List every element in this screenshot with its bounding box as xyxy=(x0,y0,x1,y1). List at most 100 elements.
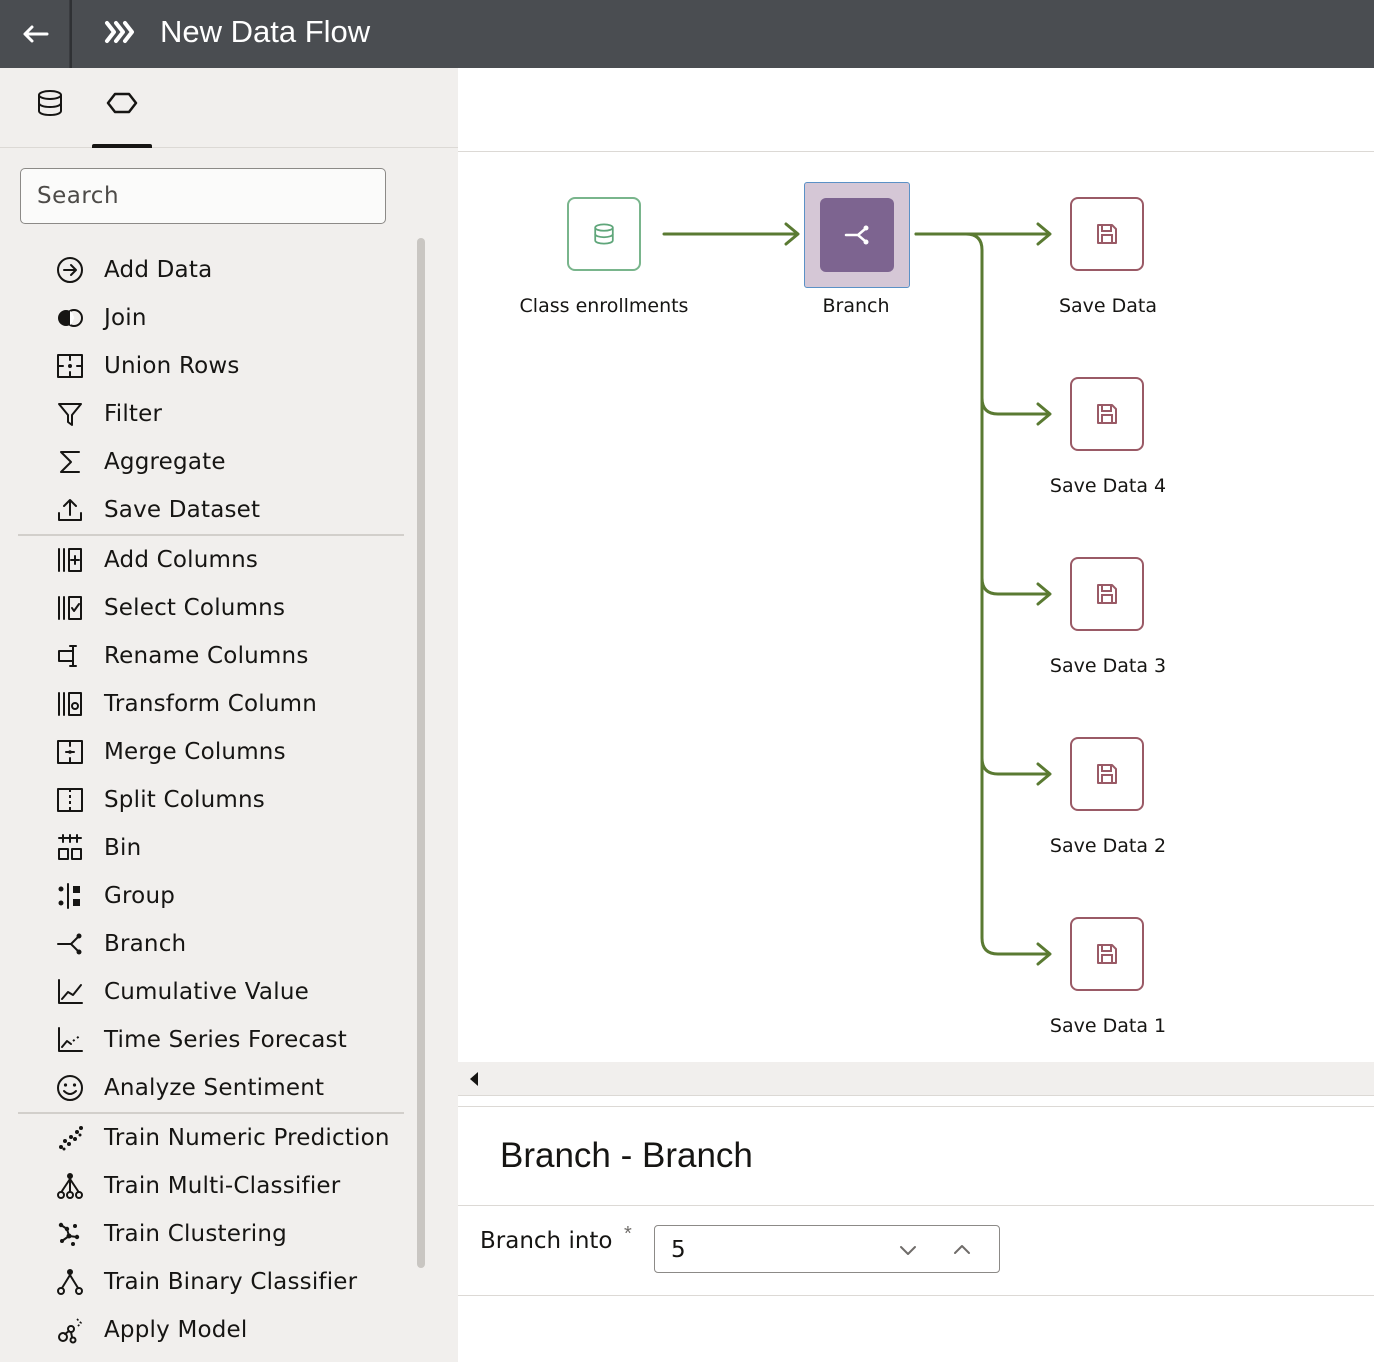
step-item-union-rows[interactable]: Union Rows xyxy=(0,342,410,390)
step-item-train-binary-classifier[interactable]: Train Binary Classifier xyxy=(0,1258,410,1306)
back-button[interactable] xyxy=(0,0,70,68)
arrowhead xyxy=(1036,402,1052,426)
branch-into-stepper[interactable]: 5 xyxy=(654,1225,1000,1273)
step-item-cumulative-value[interactable]: Cumulative Value xyxy=(0,968,410,1016)
node-label-save-data-4: Save Data 4 xyxy=(1049,475,1167,497)
increment-button[interactable] xyxy=(947,1236,977,1264)
branch-into-label: Branch into xyxy=(480,1228,613,1254)
branch-into-value[interactable]: 5 xyxy=(671,1237,686,1263)
step-item-train-clustering[interactable]: Train Clustering xyxy=(0,1210,410,1258)
tree-icon xyxy=(52,1170,88,1202)
apply-model-icon xyxy=(52,1314,88,1346)
step-item-group[interactable]: Group xyxy=(0,872,410,920)
step-item-join[interactable]: Join xyxy=(0,294,410,342)
step-item-aggregate[interactable]: Aggregate xyxy=(0,438,410,486)
app-header: New Data Flow xyxy=(0,0,1374,68)
step-item-label: Train Numeric Prediction xyxy=(104,1125,390,1151)
step-item-transform-column[interactable]: Transform Column xyxy=(0,680,410,728)
select-columns-icon xyxy=(52,592,88,624)
step-item-bin[interactable]: Bin xyxy=(0,824,410,872)
cumulative-value-icon xyxy=(52,976,88,1008)
step-item-label: Select Columns xyxy=(104,595,286,621)
step-item-label: Branch xyxy=(104,931,187,957)
node-save-data-1[interactable] xyxy=(1070,917,1144,991)
step-item-select-columns[interactable]: Select Columns xyxy=(0,584,410,632)
step-item-add-columns[interactable]: Add Columns xyxy=(0,536,410,584)
link-branch-trunk xyxy=(914,232,1050,956)
step-item-label: Merge Columns xyxy=(104,739,286,765)
add-data-icon xyxy=(52,254,88,286)
flow-links xyxy=(662,222,1052,966)
step-item-merge-columns[interactable]: Merge Columns xyxy=(0,728,410,776)
step-item-analyze-sentiment[interactable]: Analyze Sentiment xyxy=(0,1064,410,1112)
node-save-data-3[interactable] xyxy=(1070,557,1144,631)
step-item-rename-columns[interactable]: Rename Columns xyxy=(0,632,410,680)
group-separator xyxy=(18,1112,404,1114)
node-save-data-2[interactable] xyxy=(1070,737,1144,811)
cluster-icon xyxy=(52,1218,88,1250)
search-input[interactable] xyxy=(20,168,386,224)
step-item-split-columns[interactable]: Split Columns xyxy=(0,776,410,824)
step-item-apply-model[interactable]: Apply Model xyxy=(0,1306,410,1354)
step-item-train-multi-classifier[interactable]: Train Multi-Classifier xyxy=(0,1162,410,1210)
rename-columns-icon xyxy=(52,640,88,672)
tab-data[interactable] xyxy=(20,88,80,146)
step-item-label: Save Dataset xyxy=(104,497,261,523)
step-item-label: Train Clustering xyxy=(104,1221,287,1247)
step-item-label: Split Columns xyxy=(104,787,265,813)
link-branch-save-data-2 xyxy=(980,756,1050,776)
binary-tree-icon xyxy=(52,1266,88,1298)
required-indicator: * xyxy=(624,1223,632,1245)
sidebar-scrollbar[interactable] xyxy=(417,238,425,1268)
node-label-save-data-2: Save Data 2 xyxy=(1049,835,1167,857)
link-branch-save-data-4 xyxy=(980,396,1050,416)
step-item-label: Analyze Sentiment xyxy=(104,1075,325,1101)
time-series-icon xyxy=(52,1024,88,1056)
node-save-data[interactable] xyxy=(1070,197,1144,271)
node-branch[interactable] xyxy=(804,182,910,288)
step-item-time-series-forecast[interactable]: Time Series Forecast xyxy=(0,1016,410,1064)
union-rows-icon xyxy=(52,350,88,382)
step-item-add-data[interactable]: Add Data xyxy=(0,246,410,294)
node-label-save-data: Save Data xyxy=(1058,295,1158,317)
step-item-branch[interactable]: Branch xyxy=(0,920,410,968)
properties-divider xyxy=(458,1205,1374,1206)
properties-panel: Branch - Branch Branch into * 5 xyxy=(458,1106,1374,1362)
save-icon xyxy=(1095,942,1119,966)
step-item-train-numeric-prediction[interactable]: Train Numeric Prediction xyxy=(0,1114,410,1162)
branch-icon xyxy=(52,928,88,960)
step-item-label: Filter xyxy=(104,401,163,427)
step-item-label: Add Data xyxy=(104,257,213,283)
step-item-label: Train Multi-Classifier xyxy=(104,1173,341,1199)
step-item-label: Aggregate xyxy=(104,449,226,475)
step-item-label: Bin xyxy=(104,835,142,861)
properties-bottom-divider xyxy=(458,1295,1374,1296)
back-arrow-icon xyxy=(23,25,48,43)
node-class-enrollments[interactable] xyxy=(567,197,641,271)
decrement-button[interactable] xyxy=(893,1236,923,1264)
node-label-save-data-3: Save Data 3 xyxy=(1049,655,1167,677)
step-item-label: Time Series Forecast xyxy=(104,1027,347,1053)
step-item-label: Join xyxy=(104,305,147,331)
save-icon xyxy=(1095,582,1119,606)
canvas-horizontal-scrollbar[interactable] xyxy=(458,1062,1374,1096)
tab-steps[interactable] xyxy=(92,88,152,148)
step-item-label: Rename Columns xyxy=(104,643,309,669)
data-flow-icon xyxy=(105,21,134,43)
upload-icon xyxy=(52,494,88,526)
step-item-label: Train Binary Classifier xyxy=(104,1269,358,1295)
step-item-save-dataset[interactable]: Save Dataset xyxy=(0,486,410,534)
merge-columns-icon xyxy=(52,736,88,768)
step-item-filter[interactable]: Filter xyxy=(0,390,410,438)
scroll-left-arrow-icon[interactable] xyxy=(470,1072,478,1086)
smiley-icon xyxy=(52,1072,88,1104)
database-icon xyxy=(38,90,62,117)
sidebar-tabs xyxy=(0,68,458,148)
step-item-label: Cumulative Value xyxy=(104,979,309,1005)
node-save-data-4[interactable] xyxy=(1070,377,1144,451)
branch-node-body xyxy=(820,198,894,272)
add-columns-icon xyxy=(52,544,88,576)
step-item-label: Apply Model xyxy=(104,1317,248,1343)
